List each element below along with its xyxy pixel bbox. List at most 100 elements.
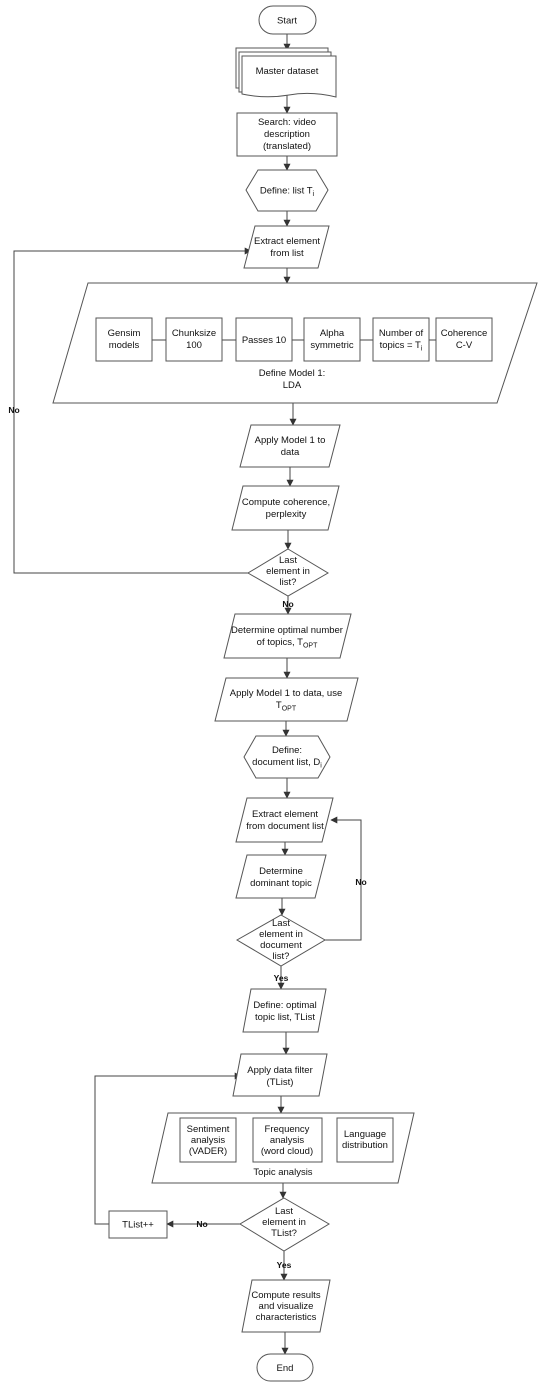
extract-element-line1: Extract element [254, 236, 320, 247]
edges [13, 34, 362, 1355]
topic-analysis-label: Topic analysis [253, 1167, 312, 1178]
apply-topt-line1: Apply Model 1 to data, use [230, 688, 343, 699]
define-model-node: Gensim models Chunksize 100 Passes 10 Al… [52, 282, 538, 404]
num-topics-line1: Number of [379, 328, 424, 339]
edge-label-yes-2: Yes [277, 1260, 292, 1270]
extract-doc-line1: Extract element [252, 809, 318, 820]
alpha-box: Alpha symmetric [303, 317, 361, 362]
define-list-label: Define: list Ti [260, 186, 315, 199]
coherence-line1: Coherence [441, 328, 487, 339]
define-doclist-line2: document list, Di [252, 757, 322, 770]
define-doclist-node: Define: document list, Di [243, 735, 331, 779]
tlist-increment-label: TList++ [122, 1220, 154, 1231]
last-tlist-line2: element in [262, 1217, 306, 1228]
last-doc-decision: Last element in document list? [236, 914, 326, 967]
edge-labels: No No No Yes No Yes [8, 405, 366, 1270]
last-element-line2: element in [266, 566, 310, 577]
apply-topt-line2: TOPT [276, 700, 297, 713]
master-dataset-node: Master dataset [235, 47, 337, 98]
define-list-node: Define: list Ti [245, 169, 329, 212]
extract-element-line2: from list [270, 248, 304, 259]
passes-label: Passes 10 [242, 335, 286, 346]
define-model-line1: Define Model 1: [259, 368, 326, 379]
apply-model-node: Apply Model 1 to data [239, 424, 341, 468]
sentiment-box: Sentiment analysis (VADER) [179, 1117, 237, 1163]
language-box: Language distribution [336, 1117, 394, 1163]
edge-label-no-4: No [196, 1219, 207, 1229]
apply-model-line1: Apply Model 1 to [255, 435, 326, 446]
start-node: Start [258, 5, 317, 35]
last-doc-line1: Last [272, 918, 290, 929]
apply-filter-line1: Apply data filter [247, 1065, 312, 1076]
tlist-increment-node: TList++ [108, 1210, 168, 1239]
language-line1: Language [344, 1129, 386, 1140]
last-tlist-decision: Last element in TList? [239, 1197, 330, 1252]
sentiment-line2: analysis [191, 1135, 226, 1146]
alpha-line2: symmetric [310, 340, 354, 351]
compute-results-line1: Compute results [251, 1290, 320, 1301]
edge-label-no-3: No [355, 877, 366, 887]
start-label: Start [277, 16, 297, 27]
dominant-topic-line2: dominant topic [250, 878, 312, 889]
chunksize-line1: Chunksize [172, 328, 216, 339]
master-dataset-label: Master dataset [256, 66, 319, 77]
compute-results-line3: characteristics [256, 1312, 317, 1323]
coherence-line2: C-V [456, 340, 473, 351]
edge-label-no-1: No [8, 405, 19, 415]
dominant-topic-node: Determine dominant topic [235, 854, 327, 899]
define-topiclist-line2: topic list, TList [255, 1012, 315, 1023]
language-line2: distribution [342, 1140, 388, 1151]
apply-filter-line2: (TList) [267, 1077, 294, 1088]
chunksize-line2: 100 [186, 340, 202, 351]
edge-label-yes-1: Yes [274, 973, 289, 983]
end-node: End [256, 1353, 314, 1382]
determine-optimal-line1: Determine optimal number [231, 625, 343, 636]
apply-model-line2: data [281, 447, 300, 458]
define-model-line2: LDA [283, 380, 302, 391]
compute-results-node: Compute results and visualize characteri… [241, 1279, 331, 1333]
last-tlist-line1: Last [275, 1206, 293, 1217]
passes-box: Passes 10 [235, 317, 293, 362]
search-label-line1: Search: video [258, 117, 316, 128]
extract-element-node: Extract element from list [243, 225, 330, 269]
topic-analysis-node: Sentiment analysis (VADER) Frequency ana… [151, 1112, 415, 1184]
apply-topt-node: Apply Model 1 to data, use TOPT [214, 677, 359, 722]
search-label-line2: description [264, 129, 310, 140]
frequency-line3: (word cloud) [261, 1146, 313, 1157]
define-doclist-line1: Define: [272, 745, 302, 756]
compute-coherence-line1: Compute coherence, [242, 497, 330, 508]
edge-loop-no-1 [13, 247, 252, 574]
last-doc-line3: document [260, 940, 302, 951]
define-topiclist-node: Define: optimal topic list, TList [242, 988, 327, 1033]
sentiment-line3: (VADER) [189, 1146, 227, 1157]
dominant-topic-line1: Determine [259, 866, 303, 877]
end-label: End [277, 1363, 294, 1374]
edge-loop-no-2 [325, 816, 362, 941]
compute-coherence-node: Compute coherence, perplexity [231, 485, 340, 531]
last-element-line1: Last [279, 555, 297, 566]
last-doc-line2: element in [259, 929, 303, 940]
last-doc-line4: list? [273, 951, 290, 962]
alpha-line1: Alpha [320, 328, 345, 339]
last-element-decision: Last element in list? [247, 548, 329, 597]
edge-loop-no-3 [94, 1072, 242, 1225]
num-topics-box: Number of topics = Ti [372, 317, 430, 362]
last-element-line3: list? [280, 577, 297, 588]
coherence-box: Coherence C-V [435, 317, 493, 362]
apply-filter-node: Apply data filter (TList) [232, 1053, 328, 1097]
determine-optimal-node: Determine optimal number of topics, TOPT [223, 613, 352, 659]
last-tlist-line3: TList? [271, 1228, 297, 1239]
search-label-line3: (translated) [263, 141, 311, 152]
frequency-line2: analysis [270, 1135, 305, 1146]
sentiment-line1: Sentiment [187, 1124, 230, 1135]
extract-doc-node: Extract element from document list [235, 797, 334, 843]
frequency-line1: Frequency [265, 1124, 310, 1135]
define-topiclist-line1: Define: optimal [253, 1000, 316, 1011]
determine-optimal-line2: of topics, TOPT [257, 637, 318, 650]
edge-label-no-2: No [282, 599, 293, 609]
gensim-box: Gensim models [95, 317, 153, 362]
num-topics-line2: topics = Ti [380, 340, 423, 353]
search-node: Search: video description (translated) [236, 112, 338, 157]
frequency-box: Frequency analysis (word cloud) [252, 1117, 323, 1163]
